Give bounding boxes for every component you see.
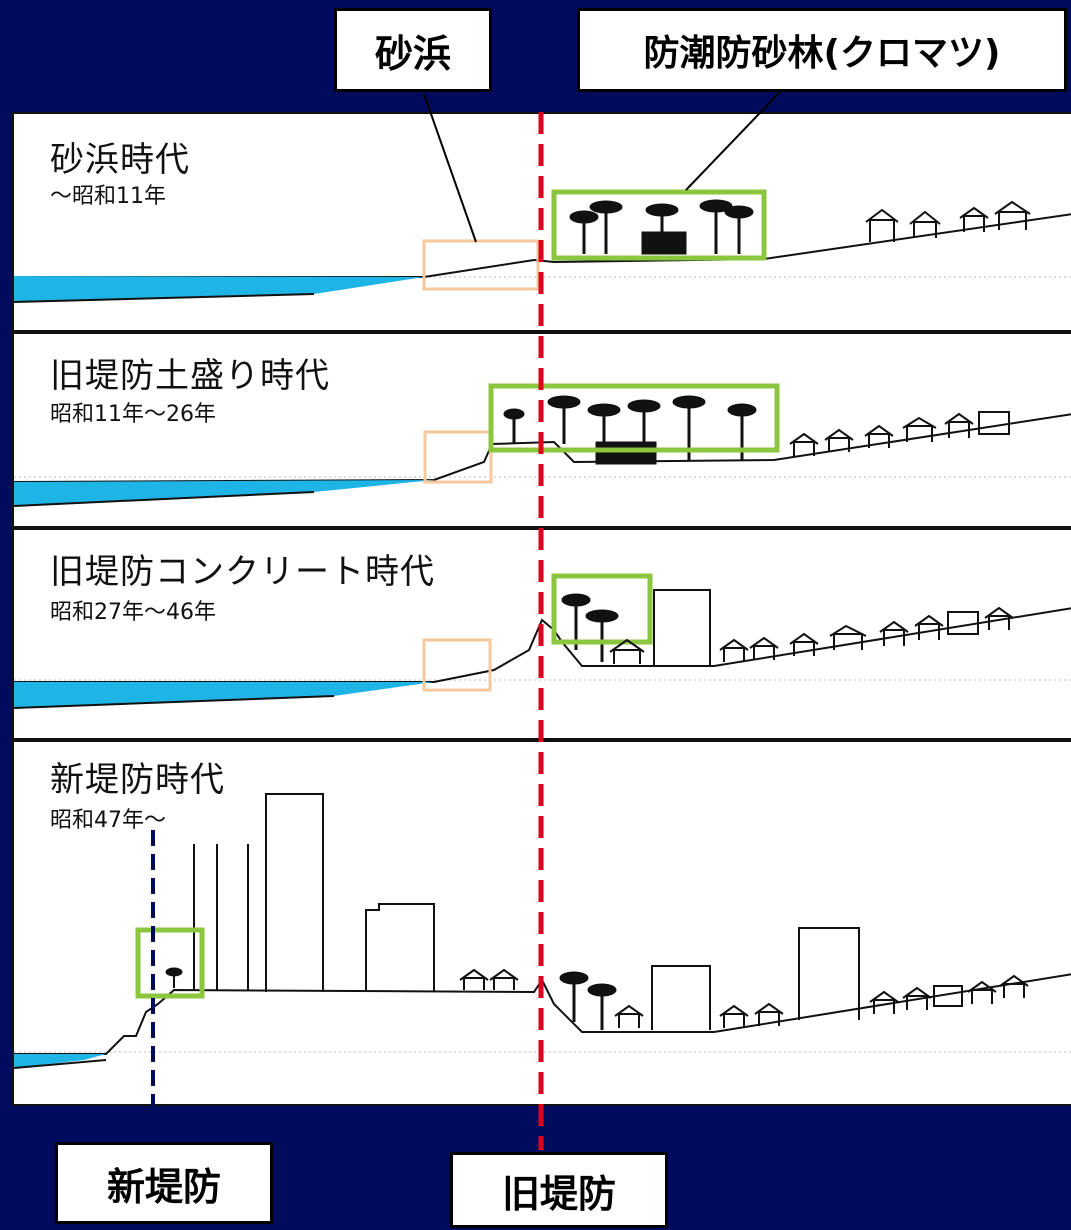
sand-beach-highlight [423,430,493,484]
sand-beach-highlight [422,638,492,692]
old-levee-label: 旧堤防 [450,1152,668,1228]
houses [609,606,1014,664]
forest-highlight [551,573,653,645]
era-title: 砂浜時代 [50,140,190,180]
forest-label: 防潮防砂林(クロマツ) [577,8,1067,92]
pine-trees [569,199,754,255]
era-period: 昭和27年〜46年 [50,600,216,625]
houses [865,200,1031,242]
sand-beach-highlight [422,239,540,291]
era-period: 昭和47年〜 [50,808,166,833]
era-panel-concrete-levee: 旧堤防コンクリート時代 昭和27年〜46年 [12,528,1071,740]
houses [789,411,1010,456]
era-title: 旧堤防土盛り時代 [50,356,330,396]
cross-section-sand-beach [14,189,1071,303]
pine-trees [503,395,757,465]
era-title: 新堤防時代 [50,760,225,800]
sea [14,480,434,506]
new-levee-label: 新堤防 [55,1142,273,1224]
cross-section-earth-levee [14,383,1071,507]
sand-beach-label: 砂浜 [334,8,492,92]
cross-section-concrete-levee [14,573,1071,709]
era-period: 〜昭和11年 [50,184,166,209]
era-panel-sand-beach: 砂浜時代 〜昭和11年 [12,112,1071,332]
cross-section-new-levee [14,793,1071,1069]
sea [14,682,434,708]
pine-trees [561,593,619,662]
forest-highlight [135,927,205,999]
forest-highlight [488,383,780,453]
houses [459,968,1029,1028]
era-panel-earth-levee: 旧堤防土盛り時代 昭和11年〜26年 [12,332,1071,528]
buildings [193,793,860,1030]
sea [14,276,424,302]
era-title: 旧堤防コンクリート時代 [50,552,435,592]
pine-trees [165,967,617,1030]
era-period: 昭和11年〜26年 [50,402,216,427]
sea [14,1054,106,1068]
era-panel-new-levee: 新堤防時代 昭和47年〜 [12,740,1071,1106]
building [653,589,711,666]
forest-highlight [551,189,767,261]
